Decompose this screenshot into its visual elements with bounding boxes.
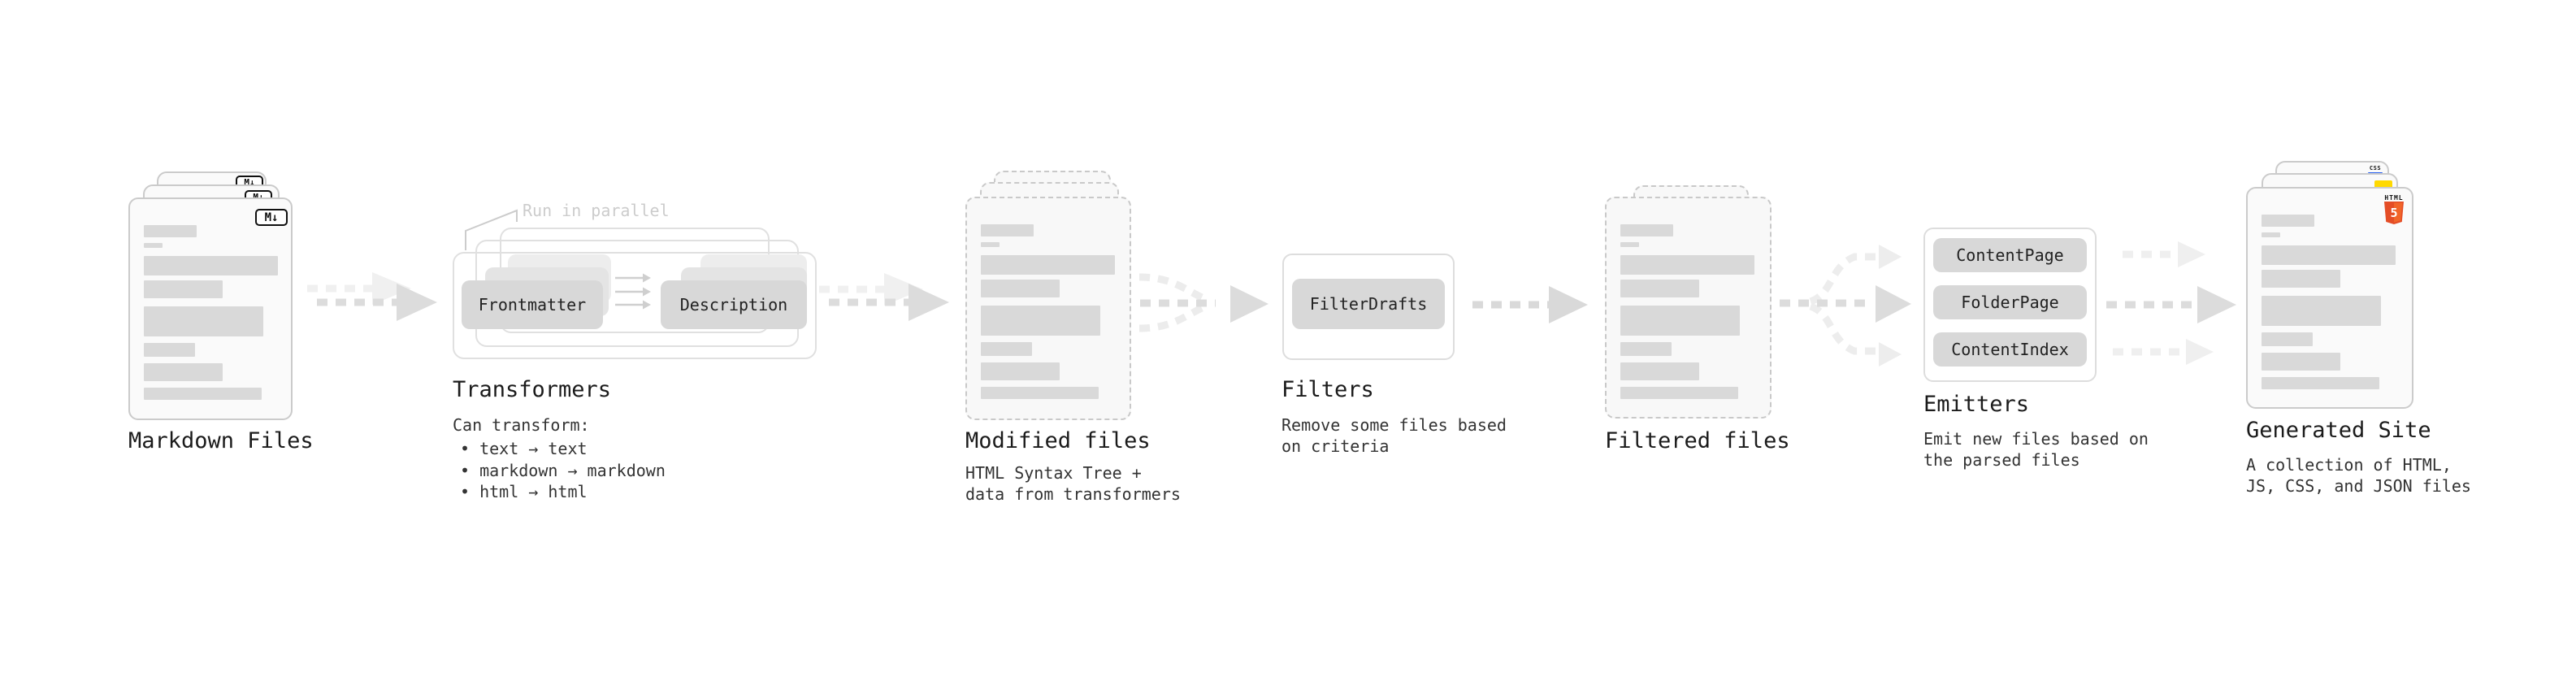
generated-site-label: Generated Site xyxy=(2246,418,2431,443)
skeleton-text-bar xyxy=(1620,255,1754,275)
transformers-caption-title: Can transform: xyxy=(453,415,590,435)
html5-icon: HTML 5 xyxy=(2383,194,2405,228)
skeleton-text-bar xyxy=(1620,224,1673,236)
skeleton-text-bar xyxy=(144,388,262,400)
generated-site-caption-line2: JS, CSS, and JSON files xyxy=(2246,476,2471,496)
transformers-bullet-2: • markdown → markdown xyxy=(460,461,666,480)
transformers-bullet-1: • text → text xyxy=(460,439,588,458)
transformers-label: Transformers xyxy=(453,377,612,402)
filters-label: Filters xyxy=(1281,377,1374,402)
filtered-files-label: Filtered files xyxy=(1605,428,1790,453)
filters-caption-line1: Remove some files based xyxy=(1281,415,1507,435)
skeleton-text-bar xyxy=(1620,306,1740,336)
css-badge-text: CSS xyxy=(2369,165,2382,171)
skeleton-text-bar xyxy=(144,243,163,248)
skeleton-text-bar xyxy=(2262,232,2280,237)
arrow-modified-to-filters-merge xyxy=(1138,273,1268,332)
skeleton-text-bar xyxy=(2262,215,2314,227)
markdown-icon: M↓ xyxy=(255,209,288,226)
html5-shield: 5 xyxy=(2384,202,2404,224)
skeleton-text-bar xyxy=(981,280,1060,297)
emitters-label: Emitters xyxy=(1923,392,2030,417)
arrow-filtered-to-emitters-split xyxy=(1780,245,1911,367)
emitters-caption-line2: the parsed files xyxy=(1923,450,2080,470)
filtered-file-card-front xyxy=(1605,197,1772,419)
run-in-parallel-annotation: Run in parallel xyxy=(523,201,670,220)
arrow-transformers-to-modified xyxy=(819,273,949,321)
skeleton-text-bar xyxy=(144,343,195,357)
skeleton-text-bar xyxy=(981,255,1115,275)
skeleton-text-bar xyxy=(2262,353,2340,371)
skeleton-text-bar xyxy=(981,387,1099,399)
content-index-node: ContentIndex xyxy=(1933,332,2087,367)
skeleton-text-bar xyxy=(1620,387,1738,399)
transformers-container-front xyxy=(453,252,817,359)
markdown-file-card-front: M↓ xyxy=(128,197,293,420)
arrows-emitters-to-generated xyxy=(2106,241,2236,365)
svg-text:5: 5 xyxy=(2390,206,2397,220)
content-page-node: ContentPage xyxy=(1933,238,2087,272)
html5-word: HTML xyxy=(2384,194,2404,202)
filters-caption-line2: on criteria xyxy=(1281,436,1390,456)
skeleton-text-bar xyxy=(144,256,278,275)
modified-files-caption-line2: data from transformers xyxy=(965,484,1181,504)
generated-site-caption-line1: A collection of HTML, xyxy=(2246,455,2452,475)
arrow-markdown-to-transformers xyxy=(307,272,437,321)
skeleton-text-bar xyxy=(2262,296,2381,326)
skeleton-text-bar xyxy=(2262,245,2396,265)
skeleton-text-bar xyxy=(981,342,1032,356)
skeleton-text-bar xyxy=(981,224,1034,236)
markdown-files-label: Markdown Files xyxy=(128,428,314,453)
skeleton-text-bar xyxy=(144,225,197,237)
skeleton-text-bar xyxy=(144,306,263,336)
generated-site-card-front: HTML 5 xyxy=(2246,187,2413,409)
skeleton-text-bar xyxy=(144,280,223,298)
skeleton-text-bar xyxy=(981,362,1060,380)
skeleton-text-bar xyxy=(981,306,1100,336)
emitters-caption-line1: Emit new files based on xyxy=(1923,429,2149,449)
skeleton-text-bar xyxy=(1620,242,1639,247)
arrow-filters-to-filtered xyxy=(1472,286,1588,323)
transformers-bullet-3: • html → html xyxy=(460,482,588,501)
frontmatter-node: Frontmatter xyxy=(462,280,603,329)
skeleton-text-bar xyxy=(1620,342,1672,356)
filter-drafts-node: FilterDrafts xyxy=(1292,279,1445,329)
modified-files-label: Modified files xyxy=(965,428,1151,453)
description-node: Description xyxy=(661,280,807,329)
skeleton-text-bar xyxy=(2262,377,2379,389)
skeleton-text-bar xyxy=(2262,332,2313,346)
skeleton-text-bar xyxy=(1620,362,1699,380)
modified-file-card-front xyxy=(965,197,1131,420)
folder-page-node: FolderPage xyxy=(1933,285,2087,319)
skeleton-text-bar xyxy=(1620,280,1699,297)
skeleton-text-bar xyxy=(144,363,223,381)
modified-files-caption-line1: HTML Syntax Tree + xyxy=(965,463,1142,483)
skeleton-text-bar xyxy=(981,242,1000,247)
skeleton-text-bar xyxy=(2262,270,2340,288)
